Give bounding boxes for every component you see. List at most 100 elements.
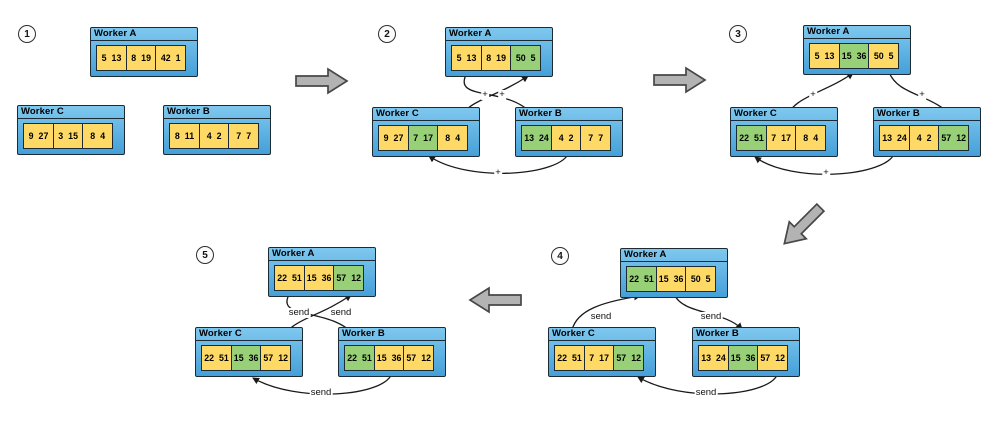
- data-cell: 5 13: [96, 45, 127, 71]
- chunk-row: 22 51 15 36 57 12: [274, 265, 375, 291]
- chunk-row: 8 11 4 2 7 7: [169, 123, 270, 149]
- worker-title: Worker C: [373, 108, 479, 121]
- data-cell: 8 4: [82, 123, 114, 149]
- step-transition-arrow-right-icon: [295, 67, 349, 95]
- worker-title: Worker A: [91, 28, 197, 41]
- chunk-row: 22 51 7 17 8 4: [736, 125, 837, 151]
- arrow-label: send: [287, 307, 311, 318]
- data-cell: 42 1: [155, 45, 187, 71]
- data-cell: 5 13: [451, 45, 482, 71]
- step-transition-arrow-downleft-icon: [773, 197, 831, 255]
- data-cell: 3 15: [52, 123, 84, 149]
- data-cell: 50 5: [868, 43, 900, 69]
- worker-title: Worker C: [731, 108, 837, 121]
- chunk-row: 9 27 7 17 8 4: [378, 125, 479, 151]
- arrow-label: send: [589, 311, 613, 322]
- step5-worker-b-box: Worker B 22 51 15 36 57 12: [338, 327, 446, 377]
- data-cell: 4 2: [198, 123, 230, 149]
- step1-worker-c-box: Worker C 9 27 3 15 8 4: [17, 105, 125, 155]
- arrow-label: send: [699, 311, 723, 322]
- arrow-label: send: [309, 387, 333, 398]
- data-cell: 50 5: [510, 45, 542, 71]
- data-cell: 9 27: [378, 125, 409, 151]
- data-cell: 15 36: [655, 266, 687, 292]
- step5-worker-c-box: Worker C 22 51 15 36 57 12: [195, 327, 303, 377]
- arrow-label: send: [329, 307, 353, 318]
- data-cell: 57 12: [757, 345, 789, 371]
- arrow-label: +: [481, 89, 489, 100]
- worker-title: Worker A: [446, 28, 552, 41]
- data-cell: 15 36: [230, 345, 262, 371]
- data-cell: 8 4: [437, 125, 469, 151]
- step2-worker-a-box: Worker A 5 13 8 19 50 5: [445, 27, 553, 77]
- data-cell: 22 51: [274, 265, 305, 291]
- data-cell: 57 12: [260, 345, 292, 371]
- chunk-row: 5 13 15 36 50 5: [809, 43, 910, 69]
- step3-worker-c-box: Worker C 22 51 7 17 8 4: [730, 107, 838, 157]
- data-cell: 22 51: [626, 266, 657, 292]
- chunk-row: 22 51 15 36 50 5: [626, 266, 727, 292]
- data-cell: 9 27: [23, 123, 54, 149]
- chunk-row: 13 24 4 2 57 12: [879, 125, 980, 151]
- data-cell: 57 12: [333, 265, 365, 291]
- data-cell: 7 7: [228, 123, 260, 149]
- data-cell: 15 36: [303, 265, 335, 291]
- step3-worker-b-box: Worker B 13 24 4 2 57 12: [873, 107, 981, 157]
- data-cell: 13 24: [521, 125, 552, 151]
- worker-title: Worker B: [693, 328, 799, 341]
- data-cell: 22 51: [201, 345, 232, 371]
- data-cell: 7 7: [580, 125, 612, 151]
- data-cell: 50 5: [685, 266, 717, 292]
- data-cell: 7 17: [407, 125, 439, 151]
- step-badge: 2: [378, 25, 396, 43]
- chunk-row: 9 27 3 15 8 4: [23, 123, 124, 149]
- data-cell: 13 24: [698, 345, 729, 371]
- data-cell: 8 11: [169, 123, 200, 149]
- data-cell: 8 19: [480, 45, 512, 71]
- step4-worker-c-box: Worker C 22 51 7 17 57 12: [548, 327, 656, 377]
- arrow-label: send: [694, 387, 718, 398]
- data-cell: 13 24: [879, 125, 910, 151]
- arrow-label: +: [809, 89, 817, 100]
- data-cell: 8 19: [125, 45, 157, 71]
- step-badge: 1: [18, 25, 36, 43]
- arrow-label: +: [494, 167, 502, 178]
- step2-worker-c-box: Worker C 9 27 7 17 8 4: [372, 107, 480, 157]
- data-cell: 15 36: [838, 43, 870, 69]
- data-cell: 22 51: [736, 125, 767, 151]
- data-cell: 5 13: [809, 43, 840, 69]
- worker-title: Worker C: [549, 328, 655, 341]
- worker-title: Worker A: [269, 248, 375, 261]
- step1-worker-a-box: Worker A 5 13 8 19 42 1: [90, 27, 198, 77]
- chunk-row: 22 51 15 36 57 12: [344, 345, 445, 371]
- data-cell: 22 51: [554, 345, 585, 371]
- step3-worker-a-box: Worker A 5 13 15 36 50 5: [803, 25, 911, 75]
- arrow-label: +: [918, 89, 926, 100]
- data-cell: 4 2: [908, 125, 940, 151]
- step-transition-arrow-left-icon: [468, 286, 522, 314]
- worker-title: Worker C: [196, 328, 302, 341]
- data-cell: 15 36: [727, 345, 759, 371]
- chunk-row: 5 13 8 19 50 5: [451, 45, 552, 71]
- worker-title: Worker C: [18, 106, 124, 119]
- chunk-row: 22 51 7 17 57 12: [554, 345, 655, 371]
- step-badge: 3: [729, 25, 747, 43]
- step2-worker-b-box: Worker B 13 24 4 2 7 7: [515, 107, 623, 157]
- data-cell: 8 4: [795, 125, 827, 151]
- step1-worker-b-box: Worker B 8 11 4 2 7 7: [163, 105, 271, 155]
- data-cell: 57 12: [403, 345, 435, 371]
- data-cell: 57 12: [938, 125, 970, 151]
- step-transition-arrow-right-icon: [653, 66, 707, 94]
- worker-title: Worker B: [339, 328, 445, 341]
- step5-worker-a-box: Worker A 22 51 15 36 57 12: [268, 247, 376, 297]
- data-cell: 7 17: [765, 125, 797, 151]
- chunk-row: 13 24 15 36 57 12: [698, 345, 799, 371]
- data-cell: 57 12: [613, 345, 645, 371]
- step4-worker-a-box: Worker A 22 51 15 36 50 5: [620, 248, 728, 298]
- arrow-label: +: [498, 89, 506, 100]
- data-cell: 4 2: [550, 125, 582, 151]
- worker-title: Worker B: [516, 108, 622, 121]
- worker-title: Worker A: [621, 249, 727, 262]
- arrow-label: +: [822, 167, 830, 178]
